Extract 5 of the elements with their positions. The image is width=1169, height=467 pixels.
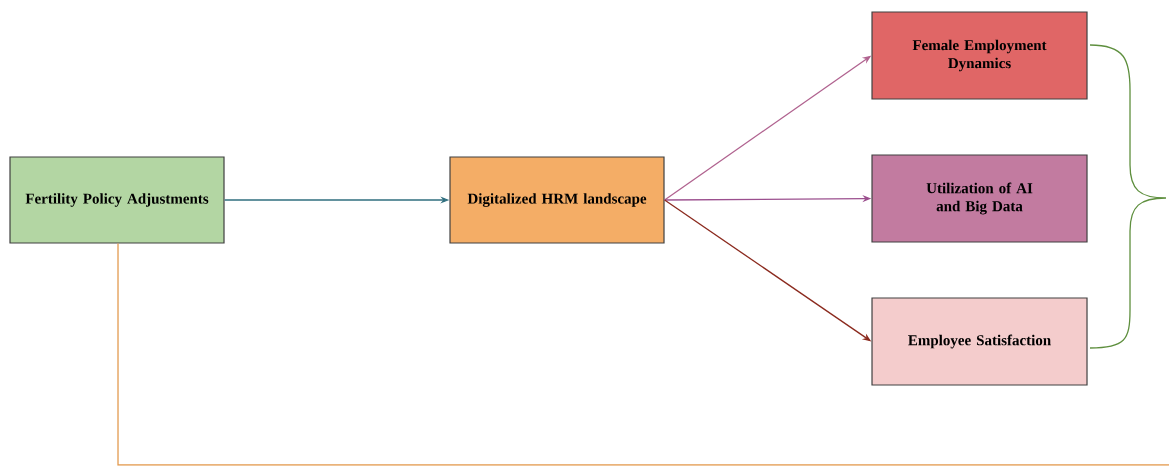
- outcome-box: Employee Satisfaction: [871, 297, 1088, 386]
- outcome-box: Female Employment Dynamics: [871, 11, 1088, 100]
- process-box: Fertility Policy Adjustments: [9, 156, 225, 244]
- process-box: Digitalized HRM landscape: [449, 156, 665, 244]
- outcome-box: Utilization of AI and Big Data: [871, 154, 1088, 243]
